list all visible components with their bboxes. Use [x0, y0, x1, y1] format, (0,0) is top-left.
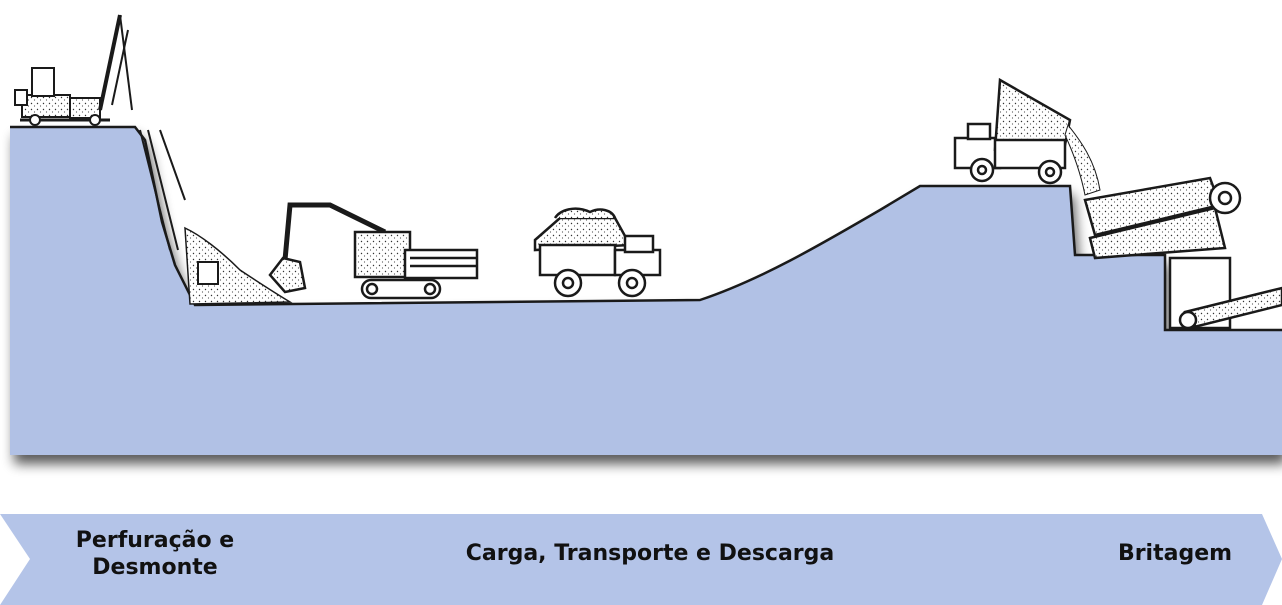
falling-ore	[1064, 123, 1101, 196]
mine-cross-section	[10, 14, 1282, 455]
blast-hole-icon	[139, 129, 186, 251]
stage-drilling-blasting-label: Perfuração e Desmonte	[40, 527, 270, 581]
drill-rig-icon	[14, 14, 133, 126]
stage-drilling-blasting-line1: Perfuração e	[75, 528, 235, 553]
stage-crushing-label: Britagem	[1117, 541, 1233, 566]
dumping-haul-truck-icon	[953, 77, 1072, 185]
terrain	[10, 127, 1282, 455]
stage-loading-hauling-label: Carga, Transporte e Descarga	[465, 541, 835, 566]
stage-drilling-blasting-line2: Desmonte	[92, 555, 218, 580]
hydraulic-excavator-icon	[268, 202, 479, 300]
conveyor-belt-icon	[1178, 286, 1282, 330]
loaded-haul-truck-icon	[533, 207, 662, 298]
